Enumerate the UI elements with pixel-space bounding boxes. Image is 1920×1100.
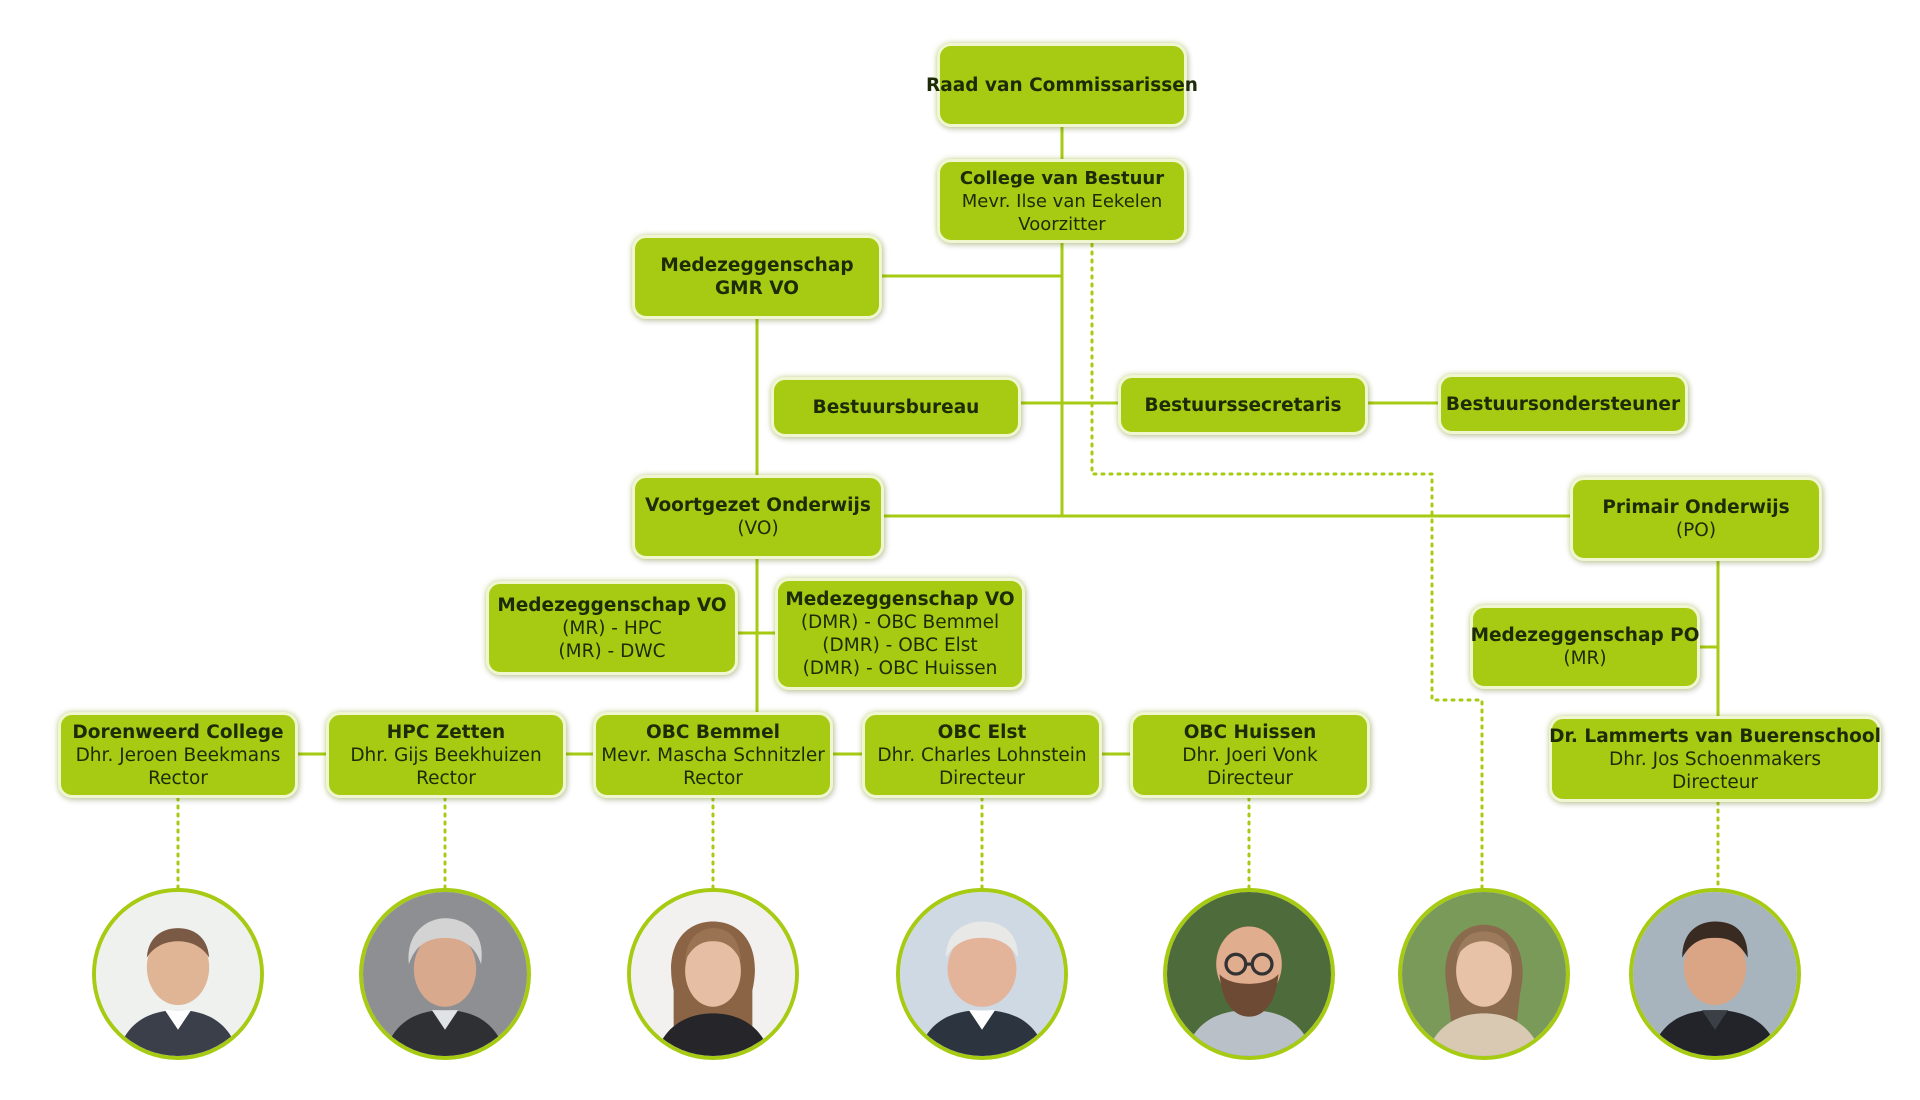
box-title: Medezeggenschap VO [785, 589, 1015, 610]
voortgezet-onderwijs-box: Voortgezet Onderwijs (VO) [632, 475, 884, 559]
person-avatar-icon [1167, 892, 1331, 1056]
lammerts-van-buerenschool-box: Dr. Lammerts van Buerenschool Dhr. Jos S… [1549, 716, 1881, 802]
portrait-photo-charles-lohnstein [896, 888, 1068, 1060]
box-role: Directeur [1671, 771, 1759, 793]
box-title: Voortgezet Onderwijs [645, 495, 871, 516]
person-avatar-icon [1402, 892, 1566, 1056]
primair-onderwijs-box: Primair Onderwijs (PO) [1570, 477, 1822, 561]
box-role: Rector [683, 767, 743, 789]
box-subtitle: (MR) [1563, 648, 1607, 669]
box-role: Rector [416, 767, 476, 789]
box-subtitle: GMR VO [715, 278, 799, 299]
box-person: Dhr. Gijs Beekhuizen [350, 744, 542, 766]
box-title: Dr. Lammerts van Buerenschool [1549, 725, 1881, 747]
dorenweerd-college-box: Dorenweerd College Dhr. Jeroen Beekmans … [58, 712, 298, 798]
box-title: Bestuursondersteuner [1445, 393, 1681, 415]
obc-elst-box: OBC Elst Dhr. Charles Lohnstein Directeu… [862, 712, 1102, 798]
college-van-bestuur-box: College van Bestuur Mevr. Ilse van Eekel… [937, 159, 1187, 243]
box-title: Medezeggenschap [660, 255, 854, 276]
box-line: (DMR) - OBC Bemmel [800, 612, 1000, 633]
box-title: Bestuurssecretaris [1144, 394, 1342, 416]
box-title: Raad van Commissarissen [926, 74, 1198, 96]
bestuursbureau-box: Bestuursbureau [771, 377, 1021, 437]
bestuursondersteuner-box: Bestuursondersteuner [1438, 374, 1688, 434]
medezeggenschap-vo-dmr-box: Medezeggenschap VO (DMR) - OBC Bemmel (D… [775, 578, 1025, 690]
person-avatar-icon [631, 892, 795, 1056]
box-subtitle: (PO) [1675, 520, 1717, 541]
obc-huissen-box: OBC Huissen Dhr. Joeri Vonk Directeur [1130, 712, 1370, 798]
box-person: Mevr. Ilse van Eekelen [961, 190, 1163, 212]
box-role: Directeur [1206, 767, 1294, 789]
medezeggenschap-vo-mr-box: Medezeggenschap VO (MR) - HPC (MR) - DWC [486, 581, 738, 675]
box-line: (DMR) - OBC Elst [822, 635, 978, 656]
medezeggenschap-po-box: Medezeggenschap PO (MR) [1470, 605, 1700, 689]
box-line: (MR) - HPC [562, 617, 662, 639]
box-title: College van Bestuur [959, 167, 1165, 189]
box-role: Voorzitter [1018, 213, 1106, 235]
medezeggenschap-gmr-box: Medezeggenschap GMR VO [632, 235, 882, 319]
box-title: OBC Elst [937, 721, 1027, 743]
box-line: (MR) - DWC [558, 640, 666, 662]
box-title: Dorenweerd College [72, 721, 284, 743]
portrait-photo-gijs-beekhuizen [359, 888, 531, 1060]
person-avatar-icon [363, 892, 527, 1056]
portrait-photo-ilse-van-eekelen [1398, 888, 1570, 1060]
box-person: Mevr. Mascha Schnitzler [601, 744, 825, 766]
box-person: Dhr. Charles Lohnstein [877, 744, 1087, 766]
portrait-photo-mascha-schnitzler [627, 888, 799, 1060]
dotted-cvb-photo [1090, 242, 1484, 894]
person-avatar-icon [900, 892, 1064, 1056]
box-person: Dhr. Jeroen Beekmans [75, 744, 281, 766]
box-line: (DMR) - OBC Huissen [802, 658, 998, 679]
box-title: Primair Onderwijs [1602, 497, 1790, 518]
bestuurssecretaris-box: Bestuurssecretaris [1118, 375, 1368, 435]
box-title: Bestuursbureau [812, 396, 980, 418]
portrait-photo-joeri-vonk [1163, 888, 1335, 1060]
box-person: Dhr. Joeri Vonk [1182, 744, 1318, 766]
box-person: Dhr. Jos Schoenmakers [1608, 748, 1822, 770]
portrait-photo-jos-schoenmakers [1629, 888, 1801, 1060]
box-title: OBC Bemmel [646, 721, 780, 743]
box-title: Medezeggenschap VO [497, 594, 727, 616]
obc-bemmel-box: OBC Bemmel Mevr. Mascha Schnitzler Recto… [593, 712, 833, 798]
raad-van-commissarissen-box: Raad van Commissarissen [926, 43, 1198, 127]
person-avatar-icon [96, 892, 260, 1056]
box-title: Medezeggenschap PO [1470, 625, 1700, 646]
hpc-zetten-box: HPC Zetten Dhr. Gijs Beekhuizen Rector [326, 712, 566, 798]
box-title: OBC Huissen [1183, 721, 1317, 743]
box-subtitle: (VO) [737, 518, 779, 539]
box-role: Directeur [938, 767, 1026, 789]
portrait-photo-jeroen-beekmans [92, 888, 264, 1060]
person-avatar-icon [1633, 892, 1797, 1056]
box-role: Rector [148, 767, 208, 789]
box-title: HPC Zetten [386, 721, 506, 743]
